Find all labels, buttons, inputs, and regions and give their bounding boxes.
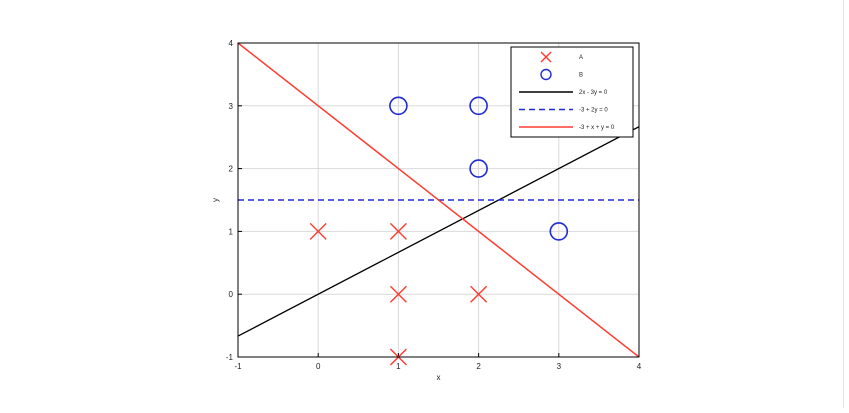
- legend-label: -3 + 2y = 0: [579, 108, 608, 114]
- x-tick-label: 4: [637, 362, 642, 371]
- point-b-marker: [389, 96, 408, 116]
- fit-lines: [238, 43, 639, 357]
- point-a-marker: [309, 222, 327, 240]
- x-marker-stroke: [470, 285, 488, 303]
- x-marker-stroke: [540, 51, 552, 63]
- y-tick-label: 3: [229, 102, 234, 111]
- x-marker-stroke: [309, 222, 327, 240]
- legend-o-swatch: [540, 68, 552, 81]
- legend-label: A: [579, 55, 583, 61]
- x-tick-label: -1: [234, 362, 242, 371]
- y-tick-label: 2: [229, 165, 234, 174]
- tick-labels: -1 0 1 2 3 4 -1 0 1 2 3 4: [226, 39, 642, 371]
- y-axis-label: y: [211, 198, 220, 202]
- data-points: [309, 96, 569, 366]
- legend-label: B: [579, 73, 583, 79]
- x-axis-label: x: [437, 373, 441, 382]
- point-a-marker: [389, 222, 407, 240]
- x-marker-stroke: [389, 285, 407, 303]
- point-b-marker: [469, 96, 488, 116]
- x-tick-label: 2: [476, 362, 481, 371]
- legend-label: -3 + x + y = 0: [579, 125, 615, 131]
- y-tick-label: 1: [229, 227, 234, 236]
- point-a-marker: [470, 285, 488, 303]
- x-tick-label: 1: [396, 362, 401, 371]
- plot-frame: [237, 42, 640, 358]
- point-b-marker: [549, 222, 569, 241]
- y-tick-label: 4: [229, 39, 234, 48]
- x-tick-label: 0: [316, 362, 321, 371]
- series-line-4: [238, 43, 639, 357]
- legend: A B 2x - 3y = 0 -3 + 2y = 0 -3 + x + y = 0: [510, 46, 634, 138]
- series-line-2: [238, 126, 639, 337]
- page-edge-divider: [843, 0, 844, 408]
- x-tick-label: 3: [557, 362, 562, 371]
- point-a-marker: [389, 285, 407, 303]
- legend-x-swatch: [540, 51, 552, 63]
- y-tick-label: 0: [229, 290, 234, 299]
- point-b-marker: [469, 159, 488, 178]
- x-marker-stroke: [389, 222, 407, 240]
- y-tick-label: -1: [226, 353, 234, 362]
- legend-label: 2x - 3y = 0: [579, 90, 608, 96]
